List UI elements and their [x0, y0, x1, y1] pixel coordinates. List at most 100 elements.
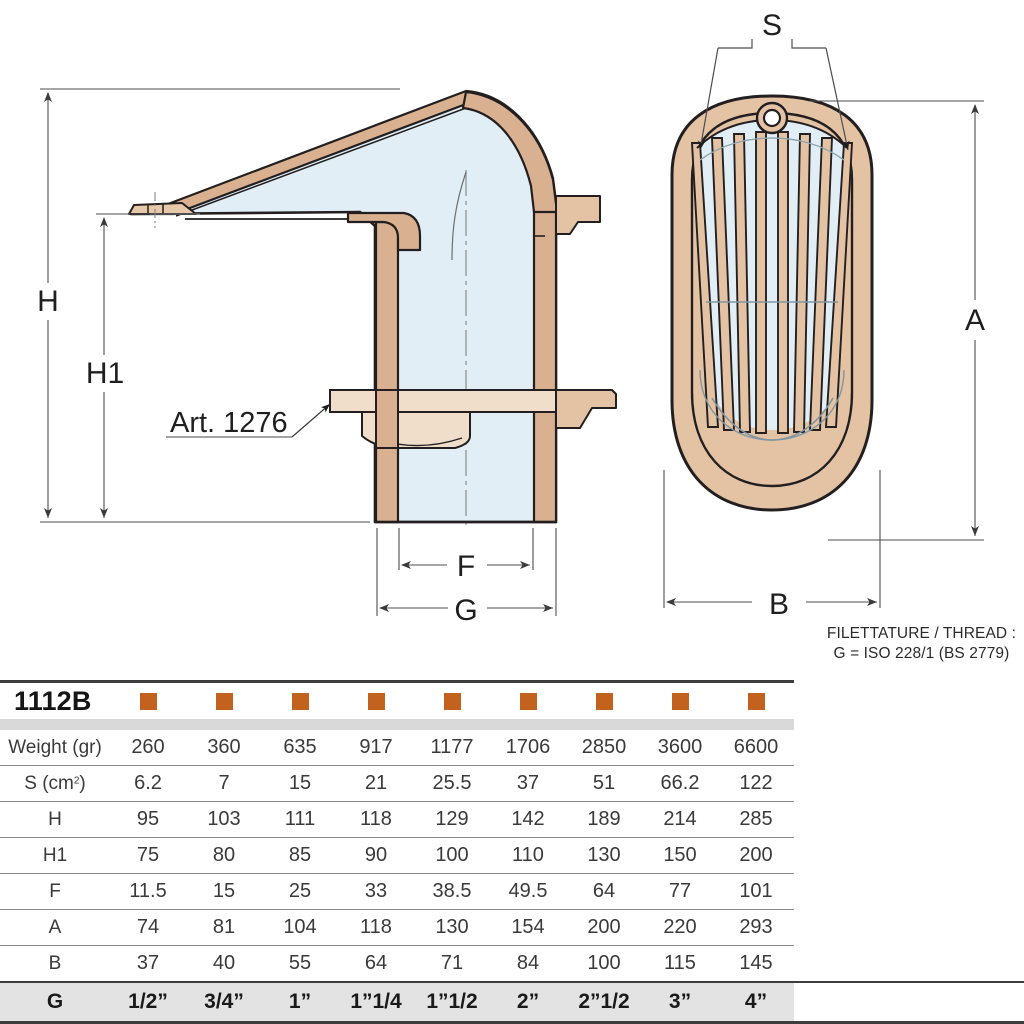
row-label-s-sup: 2: [73, 774, 80, 786]
row-label-s-close: ): [79, 772, 86, 794]
cell-g-5: 1”1/2: [414, 981, 490, 1021]
cell-g-7: 2”1/2: [566, 981, 642, 1021]
spacer-cell: [794, 910, 1024, 946]
swatch-cell-6: [490, 683, 566, 719]
cell-g-6: 2”: [490, 981, 566, 1021]
cell-weight-9: 6600: [718, 730, 794, 766]
table-row: B 37 40 55 64 71 84 100 115 145: [0, 945, 1024, 983]
swatch-cell-4: [338, 683, 414, 719]
spacer-cell: [794, 981, 1024, 1021]
cell-g-2: 3/4”: [186, 981, 262, 1021]
cell-weight-4: 917: [338, 730, 414, 766]
technical-drawing-area: H H1 F G Art. 1276: [37, 9, 1016, 664]
cell-weight-1: 260: [110, 730, 186, 766]
cell-h1-4: 90: [338, 837, 414, 874]
color-swatch-icon: [519, 692, 537, 710]
cell-g-3: 1”: [262, 981, 338, 1021]
spacer-cell: [794, 730, 1024, 766]
cell-weight-6: 1706: [490, 730, 566, 766]
row-label-h: H: [0, 801, 110, 838]
art-number-label: Art. 1276: [170, 407, 288, 439]
cell-b-9: 145: [718, 945, 794, 983]
cell-weight-3: 635: [262, 730, 338, 766]
cell-s-3: 15: [262, 765, 338, 802]
table-bottom-rule: [0, 1021, 1024, 1024]
cell-f-1: 11.5: [110, 873, 186, 910]
cell-s-7: 51: [566, 765, 642, 802]
cell-f-6: 49.5: [490, 873, 566, 910]
color-swatch-icon: [215, 692, 233, 710]
cell-weight-8: 3600: [642, 730, 718, 766]
cell-b-6: 84: [490, 945, 566, 983]
cell-f-4: 33: [338, 873, 414, 910]
thread-size-row: G 1/2” 3/4” 1” 1”1/4 1”1/2 2” 2”1/2 3” 4…: [0, 981, 1024, 1021]
spacer-cell: [794, 683, 1024, 719]
cell-b-5: 71: [414, 945, 490, 983]
table-row: A 74 81 104 118 130 154 200 220 293: [0, 909, 1024, 946]
spacer-cell: [794, 838, 1024, 874]
gray-band-row: [0, 719, 1024, 730]
swatch-cell-5: [414, 683, 490, 719]
cell-h1-3: 85: [262, 837, 338, 874]
cell-a-5: 130: [414, 909, 490, 946]
color-swatch-icon: [367, 692, 385, 710]
cell-g-9: 4”: [718, 981, 794, 1021]
cell-a-2: 81: [186, 909, 262, 946]
specification-table: 1112B Weight (gr) 260: [0, 680, 1024, 1024]
swatch-cell-9: [718, 683, 794, 719]
cell-a-8: 220: [642, 909, 718, 946]
cell-h1-2: 80: [186, 837, 262, 874]
cell-a-4: 118: [338, 909, 414, 946]
thread-note: FILETTATURE / THREAD : G = ISO 228/1 (BS…: [827, 624, 1016, 664]
row-label-s-text: S (cm: [24, 772, 74, 794]
thread-note-line2: G = ISO 228/1 (BS 2779): [833, 644, 1010, 662]
cell-h-3: 111: [262, 801, 338, 838]
cell-b-8: 115: [642, 945, 718, 983]
cell-h1-8: 150: [642, 837, 718, 874]
row-label-b: B: [0, 945, 110, 983]
row-label-s: S (cm2): [0, 765, 110, 802]
model-name: 1112B: [0, 683, 110, 719]
row-label-h1: H1: [0, 837, 110, 874]
cell-g-8: 3”: [642, 981, 718, 1021]
cell-f-3: 25: [262, 873, 338, 910]
table-row: F 11.5 15 25 33 38.5 49.5 64 77 101: [0, 873, 1024, 910]
cell-a-1: 74: [110, 909, 186, 946]
cell-s-5: 25.5: [414, 765, 490, 802]
dim-label-a: A: [965, 304, 985, 337]
dimension-lines-plan-view: [663, 100, 984, 608]
dim-label-h: H: [37, 285, 59, 318]
color-swatch-icon: [671, 692, 689, 710]
cell-h-8: 214: [642, 801, 718, 838]
spacer-cell: [794, 946, 1024, 983]
row-label-f: F: [0, 873, 110, 910]
cell-a-6: 154: [490, 909, 566, 946]
cell-f-9: 101: [718, 873, 794, 910]
model-header-row: 1112B: [0, 683, 1024, 719]
cell-b-7: 100: [566, 945, 642, 983]
table-row: H1 75 80 85 90 100 110 130 150 200: [0, 837, 1024, 874]
color-swatch-icon: [139, 692, 157, 710]
color-swatch-icon: [595, 692, 613, 710]
cell-g-1: 1/2”: [110, 981, 186, 1021]
spacer-cell: [794, 766, 1024, 802]
dimension-lines-side-view: [40, 88, 557, 616]
cell-h-2: 103: [186, 801, 262, 838]
cell-h-9: 285: [718, 801, 794, 838]
cell-s-4: 21: [338, 765, 414, 802]
s-leader-lines: [698, 39, 850, 151]
cell-h1-9: 200: [718, 837, 794, 874]
swatch-cell-1: [110, 683, 186, 719]
side-view-hood-body: [120, 89, 601, 530]
dim-label-b: B: [769, 588, 789, 621]
cell-weight-7: 2850: [566, 730, 642, 766]
cell-a-9: 293: [718, 909, 794, 946]
spacer-cell: [794, 802, 1024, 838]
cell-h1-6: 110: [490, 837, 566, 874]
swatch-cell-2: [186, 683, 262, 719]
thread-note-line1: FILETTATURE / THREAD :: [826, 625, 1016, 642]
cell-s-1: 6.2: [110, 765, 186, 802]
side-view-assembly: [120, 89, 617, 530]
cell-weight-5: 1177: [414, 730, 490, 766]
